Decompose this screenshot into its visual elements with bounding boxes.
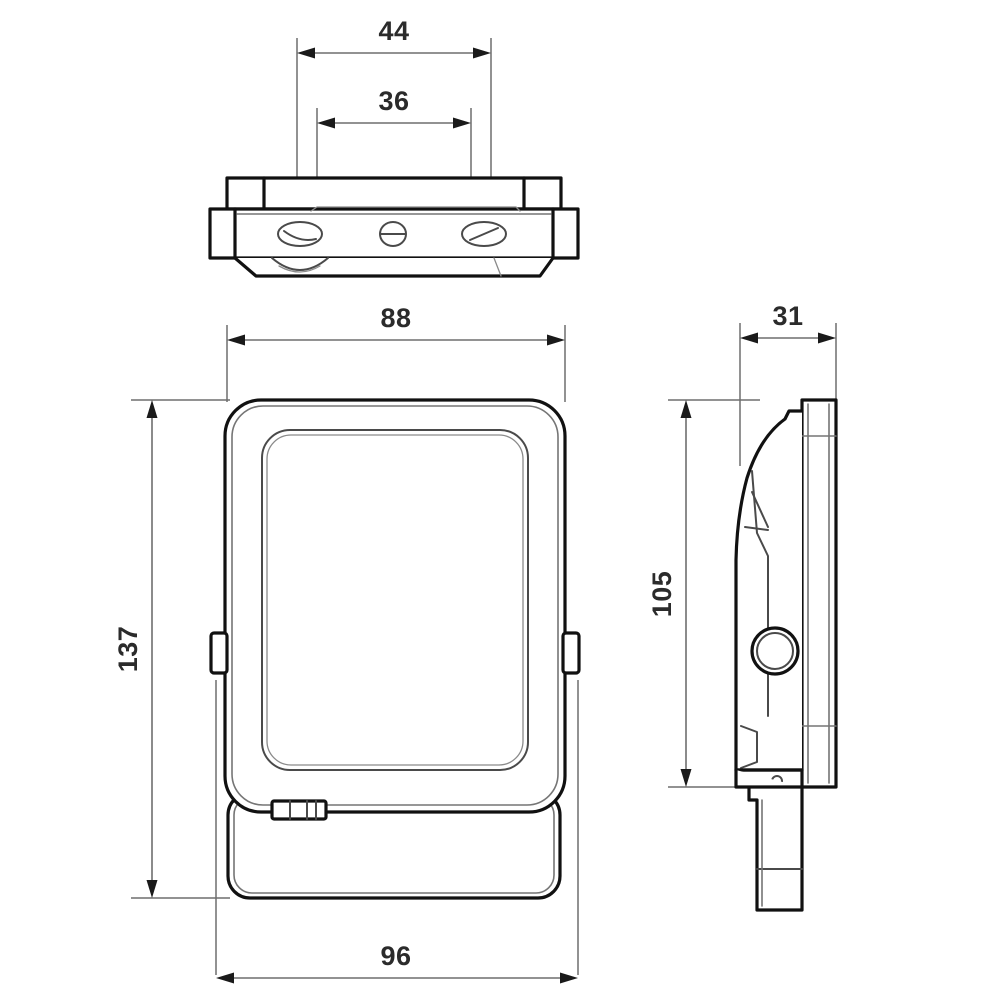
front-view-housing-inner-edge: [231, 405, 559, 806]
dim-arrow-105-top: [680, 400, 692, 418]
front-view-group: 88 137 96: [113, 303, 581, 984]
dim-arrow-44-right: [473, 47, 491, 59]
dim-label-105: 105: [647, 571, 677, 618]
dim-arrow-96-left: [216, 972, 234, 984]
side-view-body-foot: [734, 768, 804, 789]
side-view-fin-step: [740, 725, 758, 769]
front-view-right-tab: [561, 631, 581, 675]
dim-arrow-36-left: [317, 117, 335, 129]
dim-label-36: 36: [378, 86, 409, 116]
front-view-left-tab: [209, 631, 229, 675]
dim-arrow-105-bottom: [680, 769, 692, 787]
top-view-ridge-detail: [310, 206, 521, 212]
top-view-mount-boss: [271, 257, 329, 271]
front-view-lens-panel-inner: [266, 434, 524, 766]
side-view-rib-brace: [751, 491, 769, 528]
front-view-lens-panel: [261, 429, 529, 771]
top-view-screw-right-slot: [469, 227, 499, 241]
dim-label-137: 137: [113, 626, 143, 673]
dim-label-44: 44: [378, 16, 409, 46]
top-view-foot-chamfer-right: [493, 257, 502, 277]
dim-arrow-44-left: [297, 47, 315, 59]
dim-label-31: 31: [772, 301, 803, 331]
dim-arrow-137-top: [146, 400, 158, 418]
dim-arrow-88-left: [227, 334, 245, 346]
front-view-cable-entry: [270, 799, 328, 821]
side-view-mount-bracket: [747, 785, 804, 912]
top-view-foot-profile: [233, 256, 555, 278]
dim-arrow-137-bottom: [146, 880, 158, 898]
front-view-housing: [223, 398, 567, 814]
side-view-pivot-boss: [750, 626, 800, 676]
dim-label-88: 88: [380, 303, 411, 333]
side-view-group: 31 105: [647, 301, 838, 912]
side-view-rib-brace-2: [744, 526, 769, 531]
top-view-mount-boss-inner: [278, 265, 321, 273]
top-view-screw-left: [277, 221, 323, 247]
dim-arrow-31-left: [740, 332, 758, 344]
top-view-screw-left-slot: [283, 230, 317, 241]
side-view-front-glass-plate: [800, 398, 838, 789]
side-view-pivot-boss-inner: [756, 632, 794, 670]
top-view-upper-slab: [225, 176, 563, 211]
top-view-group: 44 36: [208, 16, 580, 278]
dim-arrow-36-right: [453, 117, 471, 129]
dim-label-96: 96: [380, 941, 411, 971]
dim-arrow-96-right: [560, 972, 578, 984]
dim-arrow-88-right: [547, 334, 565, 346]
dim-arrow-31-right: [818, 332, 836, 344]
